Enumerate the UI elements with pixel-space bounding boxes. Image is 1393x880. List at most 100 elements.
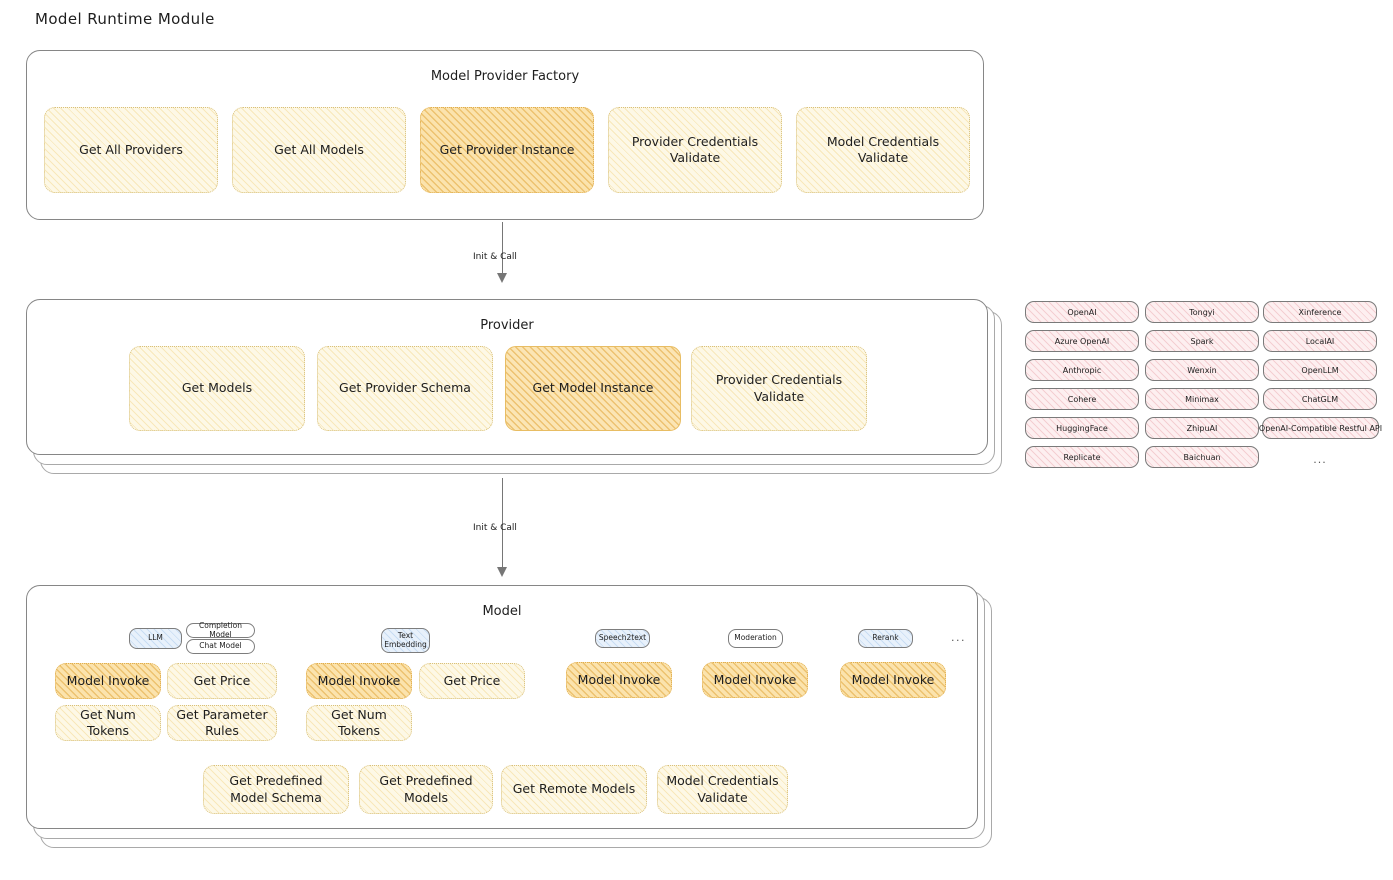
provider-box-provider-credentials-validate[interactable]: Provider Credentials Validate bbox=[691, 346, 867, 431]
provider-pill-replicate[interactable]: Replicate bbox=[1025, 446, 1139, 468]
factory-box-get-all-models[interactable]: Get All Models bbox=[232, 107, 406, 193]
model-subtype-badge-chat-model[interactable]: Chat Model bbox=[186, 639, 255, 654]
model-shared-get-remote-models[interactable]: Get Remote Models bbox=[501, 765, 647, 814]
text-embedding-method-get-num-tokens[interactable]: Get Num Tokens bbox=[306, 705, 412, 741]
model-type-badge-label: Speech2text bbox=[598, 633, 647, 643]
factory-box-label: Model Credentials Validate bbox=[826, 133, 940, 166]
method-label: Get Predefined Models bbox=[379, 773, 473, 805]
provider-pill-openllm[interactable]: OpenLLM bbox=[1263, 359, 1377, 381]
provider-pill-openai[interactable]: OpenAI bbox=[1025, 301, 1139, 323]
method-label: Get Price bbox=[443, 672, 501, 688]
model-type-badge-moderation[interactable]: Moderation bbox=[728, 629, 783, 648]
model-shared-model-credentials-validate[interactable]: Model Credentials Validate bbox=[657, 765, 788, 814]
method-label: Model Invoke bbox=[713, 671, 797, 687]
arrow-factory-to-provider-head bbox=[496, 273, 507, 283]
provider-title: Provider bbox=[480, 318, 534, 333]
arrow-provider-to-model-head bbox=[496, 567, 507, 577]
method-label: Model Invoke bbox=[577, 671, 661, 687]
provider-pill-label: Xinference bbox=[1298, 307, 1342, 317]
arrow-label-init-call-2: Init & Call bbox=[473, 523, 517, 533]
provider-pill-label: ChatGLM bbox=[1301, 394, 1339, 404]
speech2text-method-model-invoke[interactable]: Model Invoke bbox=[566, 662, 672, 698]
provider-pill-more-ellipsis: ... bbox=[1263, 450, 1377, 468]
provider-pill-minimax[interactable]: Minimax bbox=[1145, 388, 1259, 410]
factory-box-label: Get All Providers bbox=[79, 141, 183, 157]
provider-pill-spark[interactable]: Spark bbox=[1145, 330, 1259, 352]
model-type-badge-speech2text[interactable]: Speech2text bbox=[595, 629, 650, 648]
provider-pill-label: ... bbox=[1313, 452, 1327, 466]
provider-pill-label: Cohere bbox=[1067, 394, 1097, 404]
factory-box-get-provider-instance[interactable]: Get Provider Instance bbox=[420, 107, 594, 193]
factory-title: Model Provider Factory bbox=[430, 69, 580, 84]
text-embedding-method-model-invoke[interactable]: Model Invoke bbox=[306, 663, 412, 699]
provider-pill-label: OpenLLM bbox=[1301, 365, 1339, 375]
llm-method-get-num-tokens[interactable]: Get Num Tokens bbox=[55, 705, 161, 741]
provider-pill-label: Tongyi bbox=[1189, 307, 1215, 317]
provider-pill-label: Anthropic bbox=[1062, 365, 1102, 375]
provider-pill-localai[interactable]: LocalAI bbox=[1263, 330, 1377, 352]
provider-box-get-provider-schema[interactable]: Get Provider Schema bbox=[317, 346, 493, 431]
method-label: Model Invoke bbox=[317, 672, 401, 688]
provider-box-get-models[interactable]: Get Models bbox=[129, 346, 305, 431]
text-embedding-method-get-price[interactable]: Get Price bbox=[419, 663, 525, 699]
provider-box-get-model-instance[interactable]: Get Model Instance bbox=[505, 346, 681, 431]
method-label: Get Price bbox=[193, 672, 251, 688]
provider-pill-label: Wenxin bbox=[1187, 365, 1217, 375]
provider-pill-label: OpenAI bbox=[1067, 307, 1097, 317]
model-title: Model bbox=[482, 604, 522, 619]
arrow-provider-to-model-line bbox=[502, 478, 504, 573]
model-type-badge-label: Moderation bbox=[734, 633, 777, 643]
moderation-method-model-invoke[interactable]: Model Invoke bbox=[702, 662, 808, 698]
provider-pill-chatglm[interactable]: ChatGLM bbox=[1263, 388, 1377, 410]
factory-box-model-credentials-validate[interactable]: Model Credentials Validate bbox=[796, 107, 970, 193]
factory-box-provider-credentials-validate[interactable]: Provider Credentials Validate bbox=[608, 107, 782, 193]
provider-pill-zhipuai[interactable]: ZhipuAI bbox=[1145, 417, 1259, 439]
factory-box-label: Get Provider Instance bbox=[439, 141, 575, 157]
method-label: Model Credentials Validate bbox=[666, 773, 779, 805]
factory-box-get-all-providers[interactable]: Get All Providers bbox=[44, 107, 218, 193]
provider-pill-label: ZhipuAI bbox=[1186, 423, 1218, 433]
provider-pill-openai-compatible-restful-api[interactable]: OpenAI-Compatible Restful API bbox=[1258, 417, 1383, 439]
factory-box-label: Get All Models bbox=[274, 141, 364, 157]
model-shared-get-predefined-models[interactable]: Get Predefined Models bbox=[359, 765, 493, 814]
provider-pill-label: Minimax bbox=[1185, 394, 1219, 404]
provider-pill-xinference[interactable]: Xinference bbox=[1263, 301, 1377, 323]
provider-pill-baichuan[interactable]: Baichuan bbox=[1145, 446, 1259, 468]
provider-pill-label: OpenAI-Compatible Restful API bbox=[1258, 423, 1383, 433]
llm-method-get-price[interactable]: Get Price bbox=[167, 663, 277, 699]
provider-pill-label: Azure OpenAI bbox=[1054, 336, 1110, 346]
model-type-badge-rerank[interactable]: Rerank bbox=[858, 629, 913, 648]
arrow-label-init-call-1: Init & Call bbox=[473, 252, 517, 262]
model-subtype-badge-completion-model[interactable]: Completion Model bbox=[186, 620, 255, 639]
provider-pill-azure-openai[interactable]: Azure OpenAI bbox=[1025, 330, 1139, 352]
provider-pill-label: Baichuan bbox=[1183, 452, 1221, 462]
page-title: Model Runtime Module bbox=[35, 10, 215, 28]
model-type-badge-label: Rerank bbox=[872, 633, 899, 643]
provider-pill-label: Replicate bbox=[1063, 452, 1101, 462]
method-label: Get Num Tokens bbox=[331, 706, 387, 739]
llm-method-model-invoke[interactable]: Model Invoke bbox=[55, 663, 161, 699]
rerank-method-model-invoke[interactable]: Model Invoke bbox=[840, 662, 946, 698]
method-label: Get Num Tokens bbox=[80, 706, 136, 739]
method-label: Get Predefined Model Schema bbox=[229, 773, 323, 805]
model-subtype-badge-label: Completion Model bbox=[199, 620, 242, 639]
provider-pill-huggingface[interactable]: HuggingFace bbox=[1025, 417, 1139, 439]
llm-method-get-parameter-rules[interactable]: Get Parameter Rules bbox=[167, 705, 277, 741]
model-subtype-badge-label: Chat Model bbox=[199, 641, 242, 651]
provider-pill-label: Spark bbox=[1190, 336, 1214, 346]
provider-box-label: Get Model Instance bbox=[532, 380, 654, 396]
provider-pill-cohere[interactable]: Cohere bbox=[1025, 388, 1139, 410]
method-label: Model Invoke bbox=[851, 671, 935, 687]
model-type-badge-text-embedding[interactable]: Text Embedding bbox=[381, 628, 430, 653]
provider-box-label: Get Models bbox=[181, 380, 253, 396]
model-type-badge-llm[interactable]: LLM bbox=[129, 628, 182, 649]
provider-pill-anthropic[interactable]: Anthropic bbox=[1025, 359, 1139, 381]
method-label: Model Invoke bbox=[66, 672, 150, 688]
model-shared-get-predefined-model-schema[interactable]: Get Predefined Model Schema bbox=[203, 765, 349, 814]
provider-pill-wenxin[interactable]: Wenxin bbox=[1145, 359, 1259, 381]
method-label: Get Parameter Rules bbox=[176, 706, 268, 739]
provider-pill-tongyi[interactable]: Tongyi bbox=[1145, 301, 1259, 323]
provider-box-label: Provider Credentials Validate bbox=[715, 372, 843, 404]
model-type-badge-label: LLM bbox=[148, 633, 163, 643]
